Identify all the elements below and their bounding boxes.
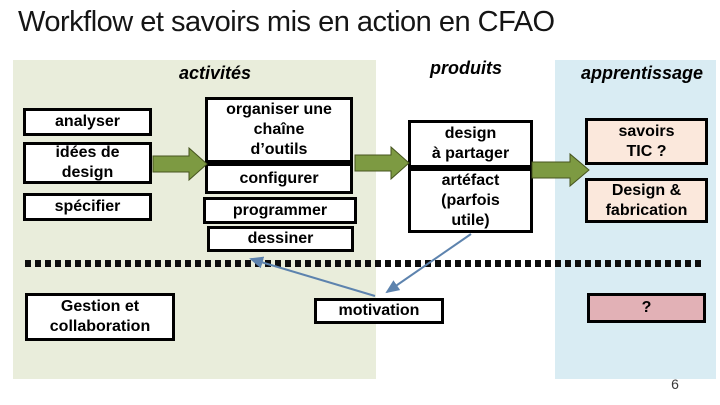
box-artefact: artéfact (parfois utile) [408,168,533,233]
column-header-produits: produits [430,58,502,78]
box-design-a-partager: design à partager [408,120,533,168]
box-organiser-chaine: organiser une chaîne d’outils [205,97,353,163]
box-idees-de-design: idées de design [23,142,152,184]
page-number: 6 [671,376,679,392]
box-motivation: motivation [314,298,444,324]
column-header-apprentissage: apprentissage [580,63,704,83]
box-analyser: analyser [23,108,152,136]
box-design-fabrication: Design & fabrication [585,178,708,223]
box-dessiner: dessiner [207,226,354,252]
box-specifier: spécifier [23,193,152,221]
box-question: ? [587,293,706,323]
column-header-activites: activités [178,63,252,83]
box-gestion-collaboration: Gestion et collaboration [25,293,175,341]
box-configurer: configurer [205,163,353,194]
dotted-divider [25,260,703,267]
box-savoirs-tic: savoirs TIC ? [585,118,708,165]
box-programmer: programmer [203,197,357,224]
slide-title: Workflow et savoirs mis en action en CFA… [18,6,555,38]
